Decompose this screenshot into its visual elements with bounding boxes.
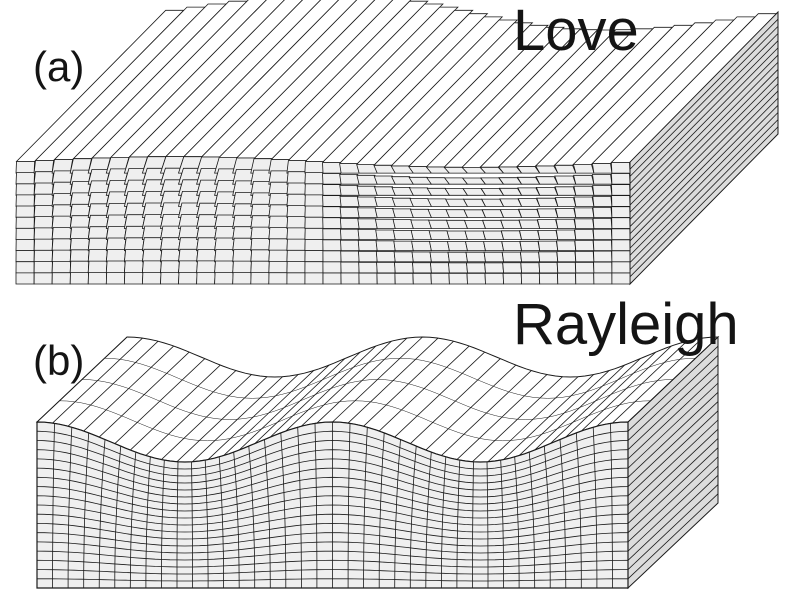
rayleigh-front-gridline <box>378 432 385 588</box>
love-wave-title: Love <box>513 0 639 63</box>
rayleigh-front-gridline <box>176 461 179 588</box>
rayleigh-front-gridline <box>264 439 271 589</box>
rayleigh-front-gridline <box>98 439 106 589</box>
love-side-gridline <box>629 40 779 191</box>
rayleigh-side-gridline <box>627 382 719 469</box>
rayleigh-front-gridline <box>67 427 73 588</box>
love-side-gridline <box>629 26 779 177</box>
rayleigh-front-gridline <box>425 452 432 589</box>
rayleigh-front-gridline <box>280 432 287 588</box>
rayleigh-front-gridline <box>543 446 551 588</box>
rayleigh-side-gridline <box>627 493 719 580</box>
panel-b-label: (b) <box>33 337 85 384</box>
rayleigh-side-gridline <box>627 373 719 460</box>
rayleigh-front-gridline <box>592 427 598 588</box>
panel-a-label: (a) <box>33 43 85 90</box>
love-side-gridline <box>629 76 779 227</box>
love-front-block <box>611 272 631 285</box>
rayleigh-side-gridline <box>627 401 719 487</box>
rayleigh-side-gridline <box>627 475 719 561</box>
rayleigh-side-gridline <box>627 484 719 570</box>
rayleigh-front-gridline <box>191 461 193 588</box>
rayleigh-side-gridline <box>627 364 719 450</box>
rayleigh-top-gridline <box>59 400 651 442</box>
rayleigh-front-gridline <box>145 456 151 588</box>
rayleigh-front-gridline <box>456 460 461 588</box>
rayleigh-wave-title: Rayleigh <box>513 292 739 357</box>
love-front-block <box>611 173 631 185</box>
rayleigh-front-gridline <box>114 446 122 588</box>
love-side-gridline <box>629 97 779 249</box>
rayleigh-side-gridline <box>627 438 719 524</box>
rayleigh-side-gridline <box>627 345 719 432</box>
rayleigh-front-gridline <box>83 432 90 588</box>
love-side-gridline <box>629 69 779 220</box>
love-side-gridline <box>629 119 779 270</box>
rayleigh-front-gridline <box>297 427 302 588</box>
love-side-gridline <box>629 54 779 206</box>
rayleigh-side-gridline <box>627 428 719 515</box>
rayleigh-front-gridline <box>160 460 165 588</box>
rayleigh-front-gridline <box>347 423 351 588</box>
rayleigh-side-gridline <box>627 419 719 506</box>
love-side-gridline <box>629 126 779 278</box>
love-side-gridline <box>629 90 779 242</box>
rayleigh-front-gridline <box>129 452 137 589</box>
rayleigh-front-gridline <box>363 427 368 588</box>
rayleigh-side-gridline <box>627 392 719 478</box>
love-front-block <box>610 162 631 174</box>
rayleigh-front-gridline <box>514 456 520 588</box>
love-side-gridline <box>629 112 779 263</box>
rayleigh-front-gridline <box>204 460 209 588</box>
rayleigh-front-gridline <box>500 460 505 588</box>
rayleigh-front-gridline <box>52 423 55 588</box>
love-side-gridline <box>629 105 779 256</box>
rayleigh-side-gridline <box>627 456 719 543</box>
rayleigh-front-gridline <box>528 452 536 589</box>
rayleigh-front-gridline <box>314 423 318 588</box>
rayleigh-front-gridline <box>409 446 417 588</box>
rayleigh-front-gridline <box>248 446 256 588</box>
rayleigh-front-gridline <box>610 423 613 588</box>
rayleigh-front-gridline <box>218 456 225 588</box>
rayleigh-front-gridline <box>559 439 567 589</box>
love-side-gridline <box>629 18 779 170</box>
rayleigh-side-gridline <box>627 447 719 533</box>
rayleigh-front-gridline <box>233 452 240 589</box>
rayleigh-side-gridline <box>627 465 719 552</box>
love-front-block <box>611 184 631 196</box>
rayleigh-front-gridline <box>394 439 401 589</box>
rayleigh-top-gridline <box>104 358 696 399</box>
love-side-gridline <box>629 33 779 184</box>
rayleigh-side-gridline <box>627 355 719 441</box>
love-side-gridline <box>629 83 779 235</box>
rayleigh-top-gridline <box>81 379 674 420</box>
rayleigh-front-gridline <box>472 461 474 588</box>
rayleigh-side-gridline <box>627 410 719 497</box>
rayleigh-front-gridline <box>486 461 489 588</box>
rayleigh-front-gridline <box>440 456 447 588</box>
love-side-gridline <box>629 47 779 199</box>
rayleigh-front-gridline <box>575 432 582 588</box>
love-side-gridline <box>629 61 779 213</box>
